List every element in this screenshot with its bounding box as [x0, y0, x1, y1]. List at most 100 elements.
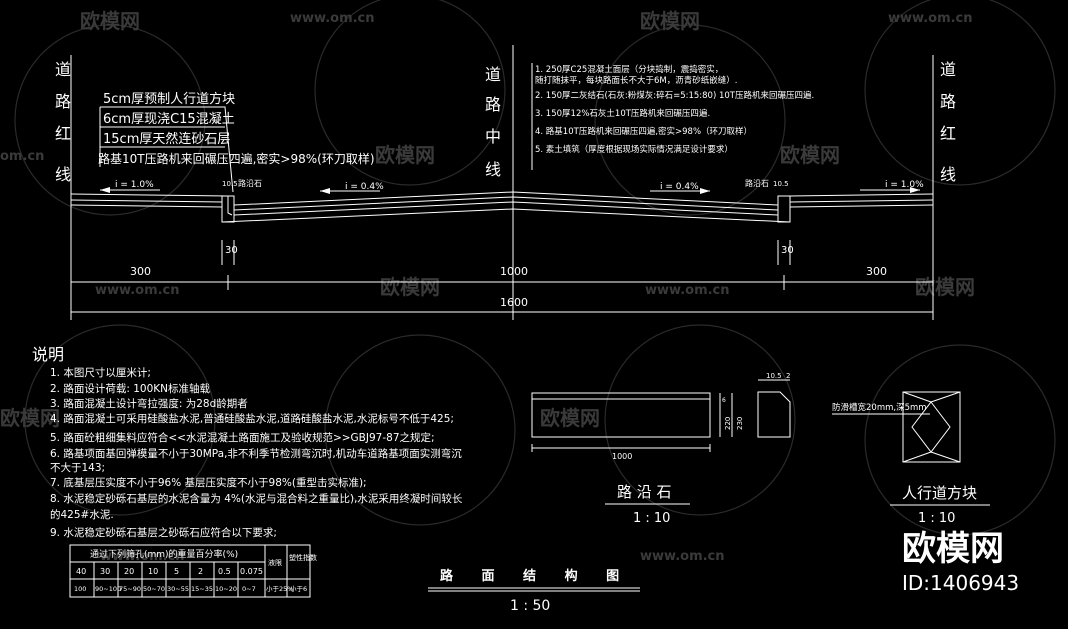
table-header: 塑性指数 [289, 553, 317, 562]
block-note: 防滑槽宽20mm,深5mm [832, 402, 927, 413]
slope-label: i = 0.4% [660, 182, 699, 192]
main-title-block: 路 面 结 构 图 1 : 50 [428, 568, 640, 614]
watermark-brand: 欧模网 [375, 143, 435, 167]
curb-label: 路沿石 [745, 178, 769, 188]
curb-profile [757, 391, 791, 438]
watermark-brand: 欧模网 [0, 406, 60, 430]
table-cell: 75~90 [119, 585, 141, 593]
sidewalk-layer-label: 路基10T压路机来回碾压四遍,密实>98%(环刀取样) [98, 151, 375, 166]
block-title: 人行道方块 [902, 484, 977, 502]
watermark-domain: www.om.cn [645, 283, 730, 298]
right-red-line-char: 道 [940, 60, 956, 79]
curb-dim: 10.5 [222, 180, 238, 188]
watermark-domain: www.om.cn [100, 549, 185, 564]
table-cell: 5 [174, 567, 179, 576]
note-item: 4. 路面混凝土可采用硅酸盐水泥,普通硅酸盐水泥,道路硅酸盐水泥,水泥标号不低于… [50, 412, 454, 425]
curb-dim: 10.5 [773, 180, 789, 188]
right-sidewalk-layer [789, 204, 934, 208]
watermark-domain: www.om.cn [640, 549, 725, 564]
dim-label: 300 [130, 265, 151, 278]
slope-arrowhead [320, 188, 330, 194]
left-red-line-char: 道 [55, 60, 71, 79]
pavement-layer [233, 196, 779, 211]
curb-height: 230 [736, 417, 744, 430]
notes-title: 说明 [32, 345, 64, 364]
table-cell: 0.075 [240, 567, 263, 576]
slope-label: i = 0.4% [345, 182, 384, 192]
watermark-domain: www.om.cn [95, 283, 180, 298]
main-title-scale: 1 : 50 [510, 598, 550, 614]
right-sidewalk-layer [789, 199, 934, 203]
note-item: 5. 路面砼粗细集料应符合<<水泥混凝土路面施工及验收规范>>GBJ97-87之… [50, 431, 435, 444]
table-cell: 40 [76, 567, 86, 576]
watermark-brand: 欧模网 [80, 9, 140, 33]
right-red-line-char: 路 [940, 92, 956, 111]
road-layer-label: 3. 150厚12%石灰土10T压路机来回碾压四遍. [535, 108, 710, 119]
left-sidewalk-layer [70, 204, 223, 208]
slope-label: i = 1.0% [115, 180, 154, 190]
road-layer-label: 2. 150厚二灰结石(石灰:粉煤灰:碎石=5:15:80) 10T压路机来回碾… [535, 90, 814, 101]
table-cell: 10~20 [215, 585, 237, 593]
table-cell: 0.5 [218, 567, 231, 576]
table-cell: 小于25% [266, 584, 293, 593]
note-item: 6. 路基项面基回弹模量不小于30MPa,非不利季节检测弯沉时,机动车道路基项面… [50, 447, 462, 460]
center-line-char: 道 [485, 65, 501, 84]
note-item: 2. 路面设计荷载: 100KN标准轴载 [50, 382, 211, 395]
curb-detail: 1000 220 230 6 10.5 2 路 沿 石 1 : 10 [531, 372, 791, 526]
dim-label: 1000 [500, 265, 528, 278]
road-layer-label: 5. 素土填筑（厚度根据现场实际情况满足设计要求） [535, 144, 733, 155]
watermark-layer: 欧模网 www.om.cn 欧模网 www.om.cn om.cn 欧模网 欧模… [0, 0, 1056, 564]
watermark-domain: www.om.cn [888, 11, 973, 26]
corner-brand: 欧模网 [902, 529, 1004, 569]
table-cell: 50~70 [143, 585, 165, 593]
curb-title: 路 沿 石 [617, 483, 672, 501]
curb-label: 路沿石 [238, 178, 262, 188]
table-cell: 小于6 [290, 584, 307, 593]
slope-arrowhead [100, 187, 110, 193]
watermark-brand: 欧模网 [380, 275, 440, 299]
corner-watermark: 欧模网 ID:1406943 [902, 529, 1019, 595]
pavement-crown-top [233, 191, 779, 206]
road-layer-label: 随打随抹平，每块路面长不大于6M，沥青砂纸嵌缝）. [535, 75, 737, 86]
note-item: 1. 本图尺寸以厘米计; [50, 366, 151, 379]
slope-arrowhead [910, 187, 920, 193]
main-title: 路 面 结 构 图 [440, 568, 631, 584]
sidewalk-block-detail: 防滑槽宽20mm,深5mm 人行道方块 1 : 10 [832, 391, 990, 526]
left-red-line-char: 线 [55, 165, 71, 184]
sidewalk-layer-label: 15cm厚天然连砂石层 [103, 131, 230, 147]
watermark-domain: www.om.cn [290, 11, 375, 26]
center-line-char: 线 [485, 160, 501, 179]
watermark-brand: 欧模网 [915, 275, 975, 299]
gradation-table: 通过下列筛孔(mm)的重量百分率(%) 液限 塑性指数 40 30 20 10 … [69, 544, 317, 598]
table-header: 通过下列筛孔(mm)的重量百分率(%) [90, 548, 238, 560]
note-item: 9. 水泥稳定砂砾石基层之砂砾石应符合以下要求; [50, 526, 277, 539]
table-cell: 0~7 [242, 585, 256, 593]
dim-label: 30 [225, 245, 238, 256]
center-line-char: 路 [485, 95, 501, 114]
pavement-base [221, 208, 791, 223]
sidewalk-layer-label: 6cm厚现浇C15混凝土 [103, 111, 235, 127]
callout-leader [100, 106, 234, 193]
right-red-line-char: 线 [940, 165, 956, 184]
note-item: 7. 底基层压实度不小于96% 基层压实度不小于98%(重型击实标准); [50, 476, 367, 489]
dim-label: 30 [781, 245, 794, 256]
note-item: 的425#水泥. [50, 508, 114, 521]
table-cell: 20 [124, 567, 134, 576]
note-item: 3. 路面混凝土设计弯拉强度: 为28d龄期者 [50, 397, 248, 410]
watermark-brand: 欧模网 [640, 9, 700, 33]
watermark-brand: 欧模网 [780, 143, 840, 167]
curb-top-dim: 2 [786, 372, 790, 380]
curb-height: 220 [724, 417, 732, 430]
dim-label: 300 [866, 265, 887, 278]
table-cell: 10 [148, 567, 158, 576]
curb-length: 1000 [612, 452, 632, 461]
table-cell: 15~35 [191, 585, 213, 593]
curb-top-dim: 10.5 [766, 372, 782, 380]
right-curb [777, 195, 791, 223]
notes-block: 说明 1. 本图尺寸以厘米计; 2. 路面设计荷载: 100KN标准轴载 3. … [32, 345, 463, 598]
right-red-line-char: 红 [940, 124, 956, 143]
center-line-char: 中 [485, 127, 501, 146]
table-cell: 90~100 [95, 585, 121, 593]
table-cell: 2 [198, 567, 203, 576]
